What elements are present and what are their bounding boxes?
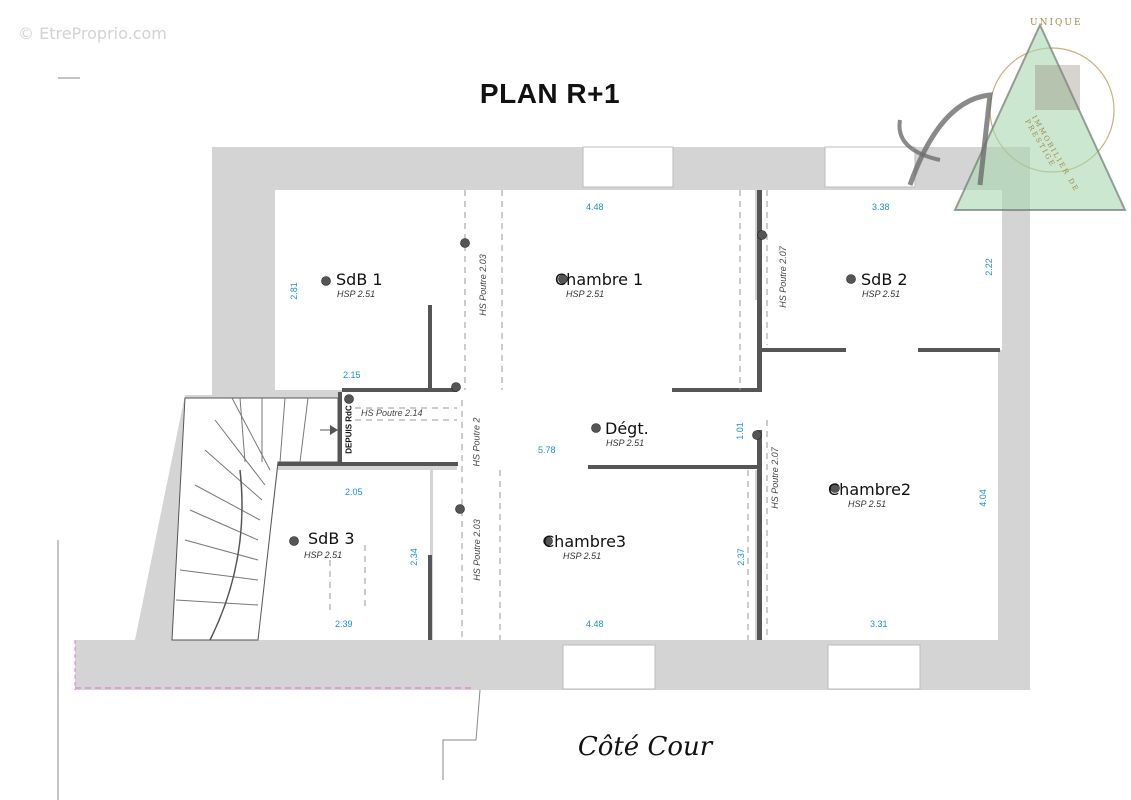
dim-degt-width: 1.01: [734, 422, 745, 440]
room-chambre-3: [433, 470, 755, 640]
window-top-1: [582, 146, 674, 188]
dim-chambre2-width: 3.31: [870, 619, 888, 629]
room-label-sdb-2: SdB 2: [861, 270, 908, 289]
room-label-chambre-1: Chambre 1: [555, 270, 644, 289]
room-hsp-chambre-1: HSP 2.51: [566, 289, 605, 299]
plan-title: PLAN R+1: [479, 78, 621, 109]
room-sdb-3: [258, 470, 430, 640]
light-markers: [289, 230, 856, 546]
corridor-link: [457, 300, 762, 470]
dim-sdb1-width: 2.15: [343, 370, 361, 380]
staircase: [171, 397, 339, 641]
dim-chambre3-height: 2.37: [735, 548, 746, 566]
room-hsp-sdb-2: HSP 2.51: [862, 289, 901, 299]
beam-label-2: HS Poutre 2.07: [777, 246, 788, 308]
room-hsp-sdb-3: HSP 2.51: [304, 550, 343, 560]
logo-top-text: UNIQUE: [1030, 18, 1083, 28]
dim-sdb2-width: 3.38: [872, 202, 890, 212]
beam-label-5: HS Poutre 2.03: [471, 519, 482, 581]
beam-label-1: HS Poutre 2.03: [477, 254, 488, 316]
room-hsp-sdb-1: HSP 2.51: [337, 289, 376, 299]
room-chambre-2: [762, 350, 998, 640]
room-hsp-degt: HSP 2.51: [606, 438, 645, 448]
window-top-2: [824, 146, 916, 188]
dim-chambre1-width: 4.48: [586, 202, 604, 212]
room-sdb-1: [275, 190, 457, 390]
room-label-chambre-3: Chambre3: [543, 532, 627, 551]
window-bottom-1: [562, 644, 656, 690]
stair-label: DEPUIS RdC: [344, 405, 354, 454]
room-label-sdb-1: SdB 1: [336, 270, 383, 289]
dim-chambre3-width: 4.48: [586, 619, 604, 629]
beam-label-4: HS Poutre 2: [471, 417, 482, 467]
room-hsp-chambre-3: HSP 2.51: [563, 551, 602, 561]
beam-label-6: HS Poutre 2.07: [769, 447, 780, 509]
internal-walls: [278, 190, 1000, 640]
dim-chambre2-height: 4.04: [977, 489, 988, 507]
site-watermark: © EtreProprio.com: [18, 24, 167, 43]
room-label-degt: Dégt.: [605, 419, 649, 438]
room-label-chambre-2: Chambre2: [828, 480, 912, 499]
dim-sdb3-width: 2.05: [345, 487, 363, 497]
dim-sdb3-bottom: 2.39: [335, 619, 353, 629]
dim-degt-length: 5.78: [538, 445, 556, 455]
beam-label-3: HS Poutre 2.14: [361, 408, 423, 418]
beam-lines: [329, 190, 768, 640]
dim-sdb1-height: 2.81: [288, 282, 299, 300]
dim-sdb3-height: 2.34: [408, 548, 419, 566]
room-sdb-2: [762, 190, 1002, 350]
agency-logo: [897, 22, 1127, 211]
window-bottom-2: [827, 644, 921, 690]
room-label-sdb-3: SdB 3: [308, 529, 355, 548]
exterior-lines: [57, 77, 481, 800]
side-label: Côté Cour: [577, 732, 713, 762]
dim-sdb2-height: 2.22: [983, 258, 994, 276]
room-hsp-chambre-2: HSP 2.51: [848, 499, 887, 509]
